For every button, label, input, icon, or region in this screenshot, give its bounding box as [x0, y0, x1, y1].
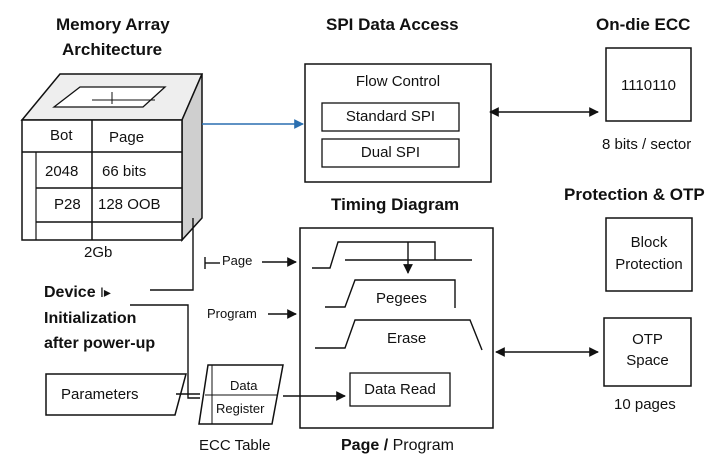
flow-control-title: Flow Control — [355, 73, 441, 90]
timing-page-label: Page — [222, 253, 253, 268]
device-init-line3: after power-up — [44, 335, 156, 352]
page-program-bold: Page / — [341, 437, 389, 454]
standard-spi-label: Standard SPI — [345, 108, 436, 125]
timing-waveforms — [312, 241, 483, 351]
dual-spi-label: Dual SPI — [360, 144, 421, 161]
connector-lines — [130, 107, 599, 401]
timing-heading: Timing Diagram — [331, 195, 460, 214]
array-row1-col2: 66 bits — [102, 163, 147, 180]
ecc-table-caption: ECC Table — [199, 437, 271, 454]
page-program-caption: Page / Program — [341, 438, 454, 454]
array-row2-col2: 128 OOB — [98, 196, 161, 213]
parameters-shape — [45, 373, 187, 416]
otp-caption: 10 pages — [614, 396, 676, 413]
data-read-label: Data Read — [364, 381, 436, 398]
device-init-word: Device — [44, 284, 96, 301]
device-init-suffix: I▸ — [100, 284, 111, 300]
timing-program-label: Program — [207, 306, 257, 321]
protection-heading: Protection & OTP — [564, 185, 705, 204]
device-init-line1: Device I▸ — [44, 285, 111, 301]
page-program-rest: Program — [388, 437, 454, 454]
block-protection-box — [605, 217, 693, 292]
data-read-box — [349, 372, 451, 407]
erase-label: Erase — [387, 330, 427, 347]
data-register-line1: Data — [230, 378, 258, 393]
otp-space-box — [603, 317, 692, 387]
device-init-line2: Initialization — [44, 310, 137, 327]
capacity-label: 2Gb — [84, 244, 113, 261]
otp-line2: Space — [626, 352, 669, 369]
memory-cube — [20, 73, 204, 242]
array-col1-header: Bot — [50, 127, 73, 144]
parameters-label: Parameters — [61, 386, 139, 403]
array-row1-col1: 2048 — [45, 163, 79, 180]
standard-spi-box — [321, 102, 460, 132]
ecc-code: 1110110 — [620, 77, 677, 94]
ecc-heading: On-die ECC — [596, 15, 691, 34]
spi-heading: SPI Data Access — [326, 15, 459, 34]
block-protection-line1: Block — [630, 234, 668, 251]
dual-spi-box — [321, 138, 460, 168]
pegees-label: Pegees — [376, 290, 427, 307]
otp-line1: OTP — [632, 331, 663, 348]
array-col2-header: Page — [109, 129, 145, 146]
memory-heading-line1: Memory Array — [56, 15, 170, 34]
ecc-caption: 8 bits / sector — [602, 136, 692, 153]
ecc-box — [605, 47, 692, 122]
array-row2-col1: P28 — [54, 196, 81, 213]
block-protection-line2: Protection — [615, 256, 683, 273]
data-register-line2: Register — [216, 401, 265, 416]
memory-heading-line2: Architecture — [62, 40, 163, 59]
